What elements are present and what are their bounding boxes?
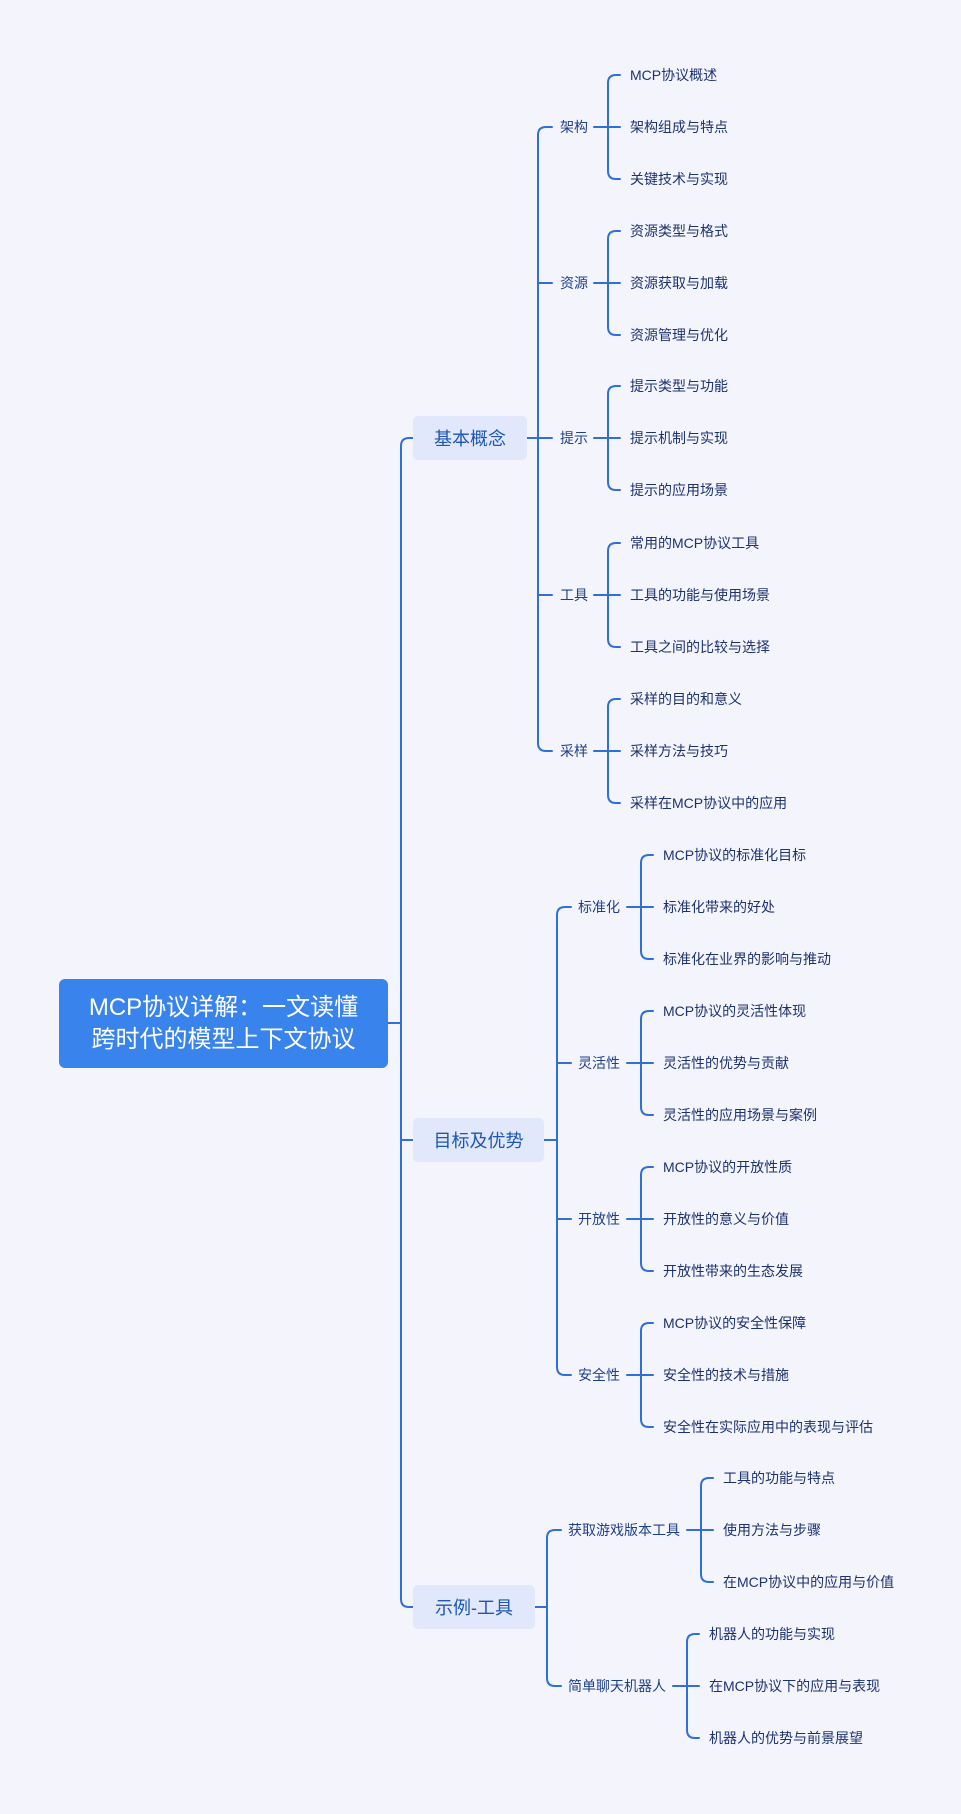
branch-node[interactable]: 示例-工具 — [413, 1585, 535, 1629]
subtopic-node[interactable]: 提示 — [560, 430, 588, 446]
leaf-node[interactable]: MCP协议的开放性质 — [663, 1159, 793, 1175]
branch-spine — [546, 1529, 562, 1687]
leaf-node[interactable]: 灵活性的优势与贡献 — [663, 1055, 789, 1071]
leaf-node[interactable]: 常用的MCP协议工具 — [630, 535, 760, 551]
subtopic-node[interactable]: 架构 — [560, 119, 588, 135]
leaf-node[interactable]: 在MCP协议下的应用与表现 — [709, 1678, 881, 1694]
leaf-node[interactable]: 标准化带来的好处 — [663, 899, 775, 915]
leaf-node[interactable]: 资源获取与加载 — [630, 275, 728, 291]
leaf-node[interactable]: 工具之间的比较与选择 — [630, 639, 770, 655]
leaf-node[interactable]: 机器人的功能与实现 — [709, 1626, 835, 1642]
root-title-line-2: 跨时代的模型上下文协议 — [91, 1025, 356, 1053]
leaf-node[interactable]: 安全性的技术与措施 — [663, 1367, 789, 1383]
branch-spine — [556, 906, 572, 1376]
leaf-node[interactable]: 关键技术与实现 — [630, 171, 728, 187]
leaf-node[interactable]: 提示类型与功能 — [630, 378, 728, 394]
root-topic[interactable]: MCP协议详解：一文读懂 跨时代的模型上下文协议 — [59, 979, 388, 1068]
subtopic-node[interactable]: 获取游戏版本工具 — [568, 1522, 680, 1538]
branch-node[interactable]: 目标及优势 — [413, 1118, 544, 1162]
leaf-node[interactable]: 架构组成与特点 — [630, 119, 728, 135]
leaf-node[interactable]: 开放性带来的生态发展 — [663, 1263, 803, 1279]
subtopic-node[interactable]: 开放性 — [578, 1211, 620, 1227]
root-title-line-1: MCP协议详解：一文读懂 — [88, 993, 359, 1021]
leaf-node[interactable]: 采样的目的和意义 — [630, 691, 742, 707]
leaf-node[interactable]: 工具的功能与使用场景 — [630, 587, 770, 603]
leaf-node[interactable]: 使用方法与步骤 — [723, 1522, 821, 1538]
leaf-node[interactable]: 工具的功能与特点 — [723, 1470, 835, 1486]
leaf-node[interactable]: MCP协议的安全性保障 — [663, 1315, 807, 1331]
leaf-node[interactable]: 资源管理与优化 — [630, 327, 728, 343]
branch-label: 基本概念 — [434, 429, 506, 449]
branch-label: 示例-工具 — [435, 1598, 513, 1618]
subtopic-node[interactable]: 安全性 — [578, 1367, 620, 1383]
branch-node[interactable]: 基本概念 — [413, 416, 527, 460]
leaf-node[interactable]: 资源类型与格式 — [630, 223, 728, 239]
leaf-node[interactable]: MCP协议的标准化目标 — [663, 847, 807, 863]
leaf-node[interactable]: 灵活性的应用场景与案例 — [663, 1107, 817, 1123]
leaf-node[interactable]: 提示的应用场景 — [630, 482, 728, 498]
leaf-node[interactable]: 采样方法与技巧 — [630, 743, 728, 759]
leaf-node[interactable]: 安全性在实际应用中的表现与评估 — [663, 1419, 873, 1435]
subtopic-node[interactable]: 采样 — [560, 743, 588, 759]
subtopic-node[interactable]: 标准化 — [578, 899, 620, 915]
subtopic-node[interactable]: 资源 — [560, 275, 588, 291]
leaf-node[interactable]: 机器人的优势与前景展望 — [709, 1730, 863, 1746]
leaf-node[interactable]: 开放性的意义与价值 — [663, 1211, 789, 1227]
trunk-line — [400, 437, 414, 1608]
leaf-node[interactable]: MCP协议的灵活性体现 — [663, 1003, 807, 1019]
leaf-node[interactable]: 标准化在业界的影响与推动 — [663, 951, 831, 967]
leaf-node[interactable]: 采样在MCP协议中的应用 — [630, 795, 788, 811]
branch-label: 目标及优势 — [433, 1131, 524, 1151]
leaf-node[interactable]: 在MCP协议中的应用与价值 — [723, 1574, 895, 1590]
leaf-node[interactable]: 提示机制与实现 — [630, 430, 728, 446]
subtopic-node[interactable]: 工具 — [560, 587, 588, 603]
subtopic-node[interactable]: 灵活性 — [578, 1055, 620, 1071]
subtopic-node[interactable]: 简单聊天机器人 — [568, 1678, 666, 1694]
leaf-node[interactable]: MCP协议概述 — [630, 67, 718, 83]
